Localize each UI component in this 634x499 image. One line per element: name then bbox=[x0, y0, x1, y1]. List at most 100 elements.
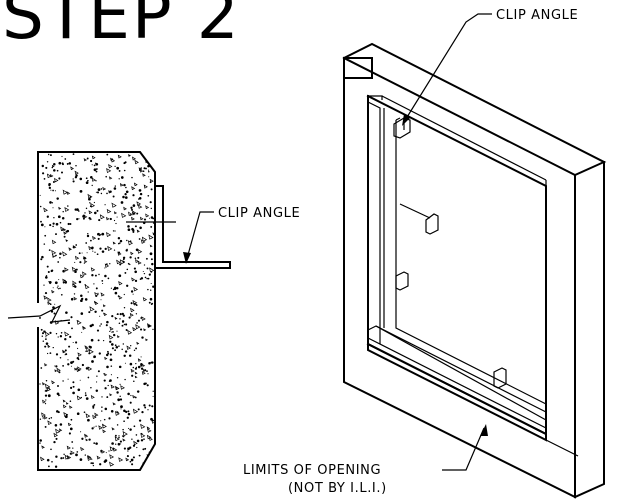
concrete-speck bbox=[147, 194, 150, 197]
concrete-speck bbox=[54, 190, 56, 192]
concrete-speck bbox=[149, 244, 153, 248]
concrete-speck bbox=[103, 373, 105, 375]
concrete-speck bbox=[108, 176, 113, 180]
concrete-speck bbox=[139, 216, 144, 221]
concrete-wall-section bbox=[37, 151, 156, 471]
concrete-speck bbox=[93, 442, 96, 444]
concrete-speck bbox=[51, 460, 53, 463]
concrete-speck bbox=[140, 277, 144, 280]
concrete-speck bbox=[117, 251, 122, 256]
concrete-speck bbox=[113, 249, 116, 251]
concrete-speck bbox=[100, 188, 103, 190]
concrete-speck bbox=[142, 363, 146, 367]
concrete-speck bbox=[53, 440, 56, 444]
concrete-speck bbox=[111, 314, 114, 318]
concrete-speck bbox=[87, 376, 90, 379]
concrete-speck bbox=[66, 454, 72, 460]
concrete-speck bbox=[59, 252, 62, 255]
concrete-speck bbox=[62, 380, 64, 382]
concrete-speck bbox=[82, 326, 85, 329]
concrete-speck bbox=[146, 277, 148, 280]
concrete-speck bbox=[72, 341, 74, 344]
concrete-speck bbox=[98, 425, 103, 430]
concrete-speck bbox=[80, 294, 83, 298]
concrete-speck bbox=[116, 424, 119, 426]
concrete-speck bbox=[146, 434, 152, 440]
concrete-speck bbox=[136, 322, 138, 324]
concrete-speck bbox=[123, 354, 126, 358]
concrete-speck bbox=[65, 353, 68, 356]
concrete-speck bbox=[44, 331, 50, 337]
concrete-speck bbox=[126, 268, 129, 271]
concrete-speck bbox=[113, 286, 117, 290]
concrete-speck bbox=[76, 218, 79, 221]
concrete-speck bbox=[97, 188, 101, 191]
concrete-speck bbox=[46, 173, 52, 179]
concrete-speck bbox=[62, 349, 66, 354]
concrete-speck bbox=[80, 312, 84, 315]
concrete-speck bbox=[62, 163, 64, 166]
concrete-speck bbox=[55, 365, 58, 368]
concrete-speck bbox=[79, 177, 83, 181]
concrete-speck bbox=[43, 207, 48, 213]
concrete-speck bbox=[55, 222, 59, 226]
concrete-speck bbox=[80, 190, 82, 192]
concrete-speck bbox=[148, 273, 151, 276]
concrete-speck bbox=[134, 159, 139, 165]
concrete-speck bbox=[101, 406, 103, 408]
concrete-speck bbox=[58, 206, 62, 210]
concrete-speck bbox=[110, 410, 114, 413]
concrete-speck bbox=[87, 233, 89, 235]
concrete-speck bbox=[143, 404, 146, 407]
concrete-speck bbox=[99, 325, 101, 327]
concrete-speck bbox=[110, 374, 112, 376]
concrete-speck bbox=[125, 323, 128, 326]
concrete-speck bbox=[68, 432, 71, 435]
concrete-speck bbox=[141, 316, 146, 321]
concrete-speck bbox=[112, 402, 116, 406]
concrete-speck bbox=[100, 292, 105, 297]
concrete-speck bbox=[44, 390, 46, 392]
concrete-speck bbox=[40, 258, 43, 261]
concrete-speck bbox=[145, 465, 147, 467]
concrete-speck bbox=[141, 410, 144, 414]
concrete-speck bbox=[133, 440, 138, 446]
concrete-speck bbox=[48, 186, 52, 190]
concrete-speck bbox=[126, 284, 129, 287]
concrete-speck bbox=[109, 461, 115, 467]
concrete-speck bbox=[47, 344, 51, 348]
concrete-speck bbox=[76, 319, 82, 325]
concrete-speck bbox=[105, 216, 110, 221]
concrete-speck bbox=[116, 377, 119, 379]
concrete-speck bbox=[93, 168, 97, 172]
concrete-speck bbox=[42, 340, 45, 342]
concrete-speck bbox=[112, 195, 115, 198]
opening-frame bbox=[342, 42, 607, 499]
concrete-speck bbox=[55, 333, 58, 335]
concrete-speck bbox=[53, 312, 56, 315]
concrete-speck bbox=[123, 206, 127, 211]
concrete-speck bbox=[88, 311, 91, 314]
clip-angle-top-leader bbox=[402, 13, 492, 126]
concrete-speck bbox=[133, 380, 135, 382]
concrete-speck bbox=[66, 162, 69, 165]
concrete-speck bbox=[64, 206, 70, 212]
concrete-speck bbox=[127, 262, 130, 265]
concrete-speck bbox=[100, 449, 106, 454]
concrete-speck bbox=[118, 281, 123, 286]
concrete-speck bbox=[119, 440, 122, 443]
concrete-speck bbox=[99, 247, 102, 250]
concrete-speck bbox=[139, 192, 143, 196]
concrete-speck bbox=[67, 422, 72, 427]
concrete-speck bbox=[46, 458, 50, 462]
concrete-speck bbox=[140, 432, 146, 438]
concrete-speck bbox=[132, 204, 136, 207]
concrete-speck bbox=[121, 348, 123, 351]
concrete-speck bbox=[115, 222, 117, 225]
concrete-speck bbox=[100, 192, 103, 195]
concrete-speck bbox=[40, 223, 44, 227]
concrete-speck bbox=[55, 437, 58, 440]
concrete-speck bbox=[146, 370, 148, 372]
concrete-speck bbox=[81, 331, 83, 333]
concrete-speck bbox=[95, 295, 98, 298]
